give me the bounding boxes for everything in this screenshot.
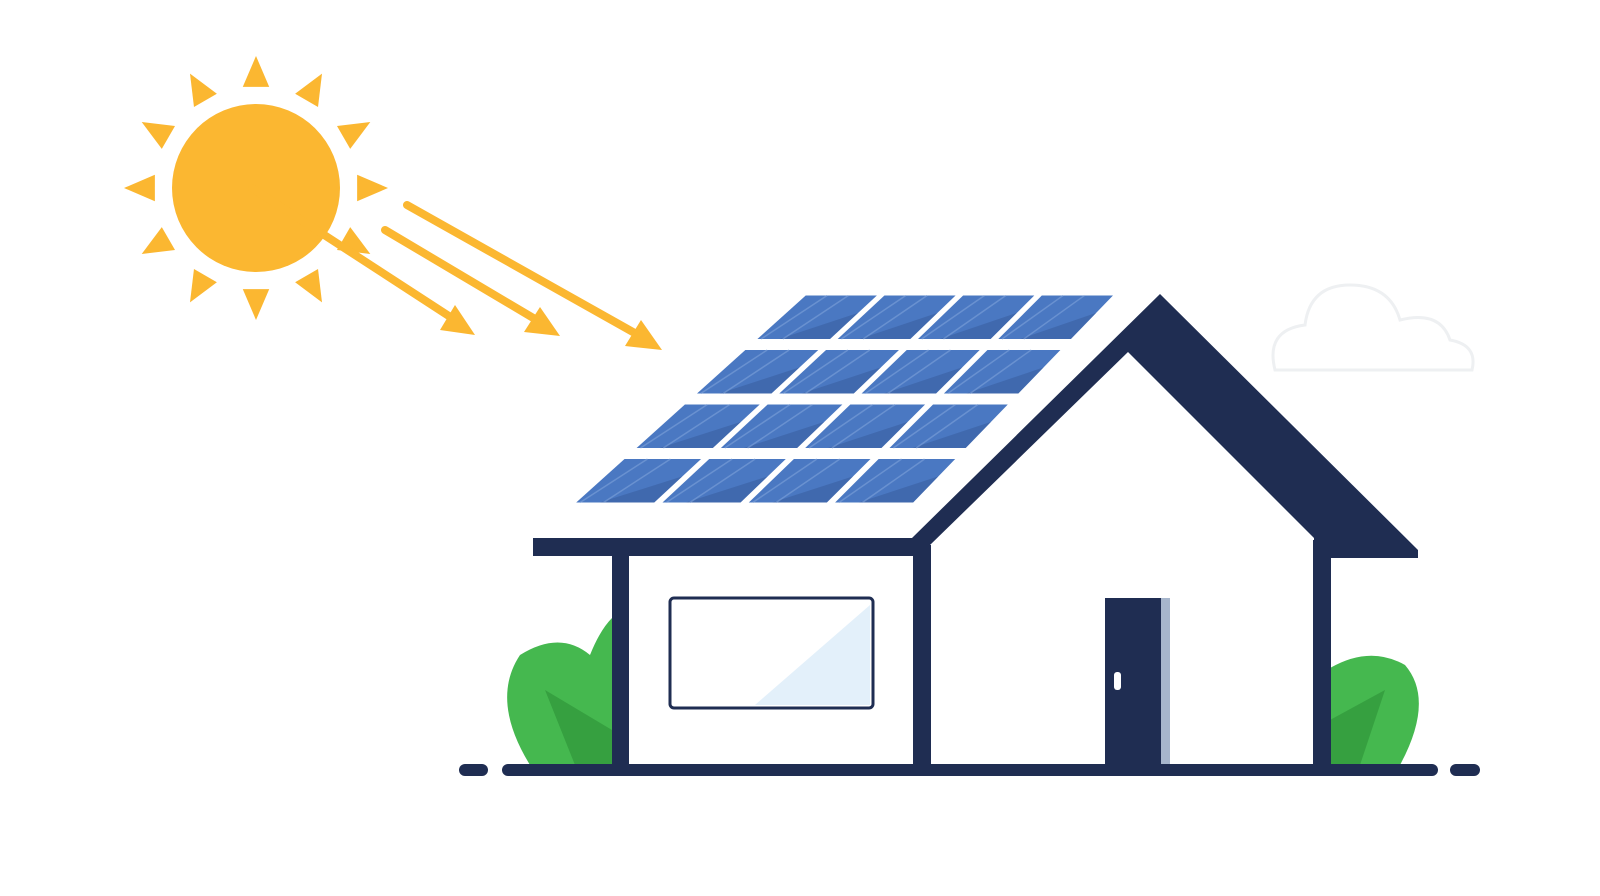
solar-panel-icon <box>662 458 786 504</box>
sun-ray <box>190 73 217 108</box>
cloud-icon <box>1271 283 1475 372</box>
bush-icon <box>1330 655 1419 765</box>
solar-panel-icon <box>889 403 1008 449</box>
sun-ray-arrow-icon <box>403 201 662 350</box>
house-icon <box>459 294 1480 776</box>
sun-ray <box>242 289 270 320</box>
solar-panel-icon <box>748 458 871 504</box>
sun-ray <box>295 268 322 303</box>
door-icon <box>1105 598 1170 766</box>
window-icon <box>668 596 875 710</box>
solar-panel-icon <box>720 403 843 449</box>
solar-panel-icon <box>918 294 1035 340</box>
sun-ray <box>357 174 388 202</box>
solar-panel-array <box>576 294 1113 504</box>
bush-icon <box>507 618 612 765</box>
eave <box>533 538 930 556</box>
solar-panel-icon <box>805 403 926 449</box>
sun-rays <box>248 184 662 350</box>
solar-panel-icon <box>576 458 702 504</box>
solar-panel-icon <box>835 458 956 504</box>
sun-ray <box>242 56 270 87</box>
sun-ray <box>190 268 217 303</box>
roof <box>912 294 1418 558</box>
solar-panel-icon <box>636 403 760 449</box>
sun-ray-arrow-icon <box>381 226 560 336</box>
solar-panel-icon <box>697 349 819 395</box>
sun-ray-arrow-icon <box>248 184 475 335</box>
sun-ray <box>141 122 176 149</box>
solar-panel-icon <box>757 294 877 340</box>
solar-panel-icon <box>779 349 899 395</box>
sun-ray <box>336 122 371 149</box>
sun-ray <box>141 227 176 254</box>
sun-ray <box>295 73 322 108</box>
sun-ray <box>124 174 155 202</box>
solar-panel-icon <box>861 349 980 395</box>
solar-panel-icon <box>998 294 1113 340</box>
door-handle <box>1114 672 1121 690</box>
solar-panel-icon <box>837 294 956 340</box>
solar-panel-icon <box>943 349 1061 395</box>
